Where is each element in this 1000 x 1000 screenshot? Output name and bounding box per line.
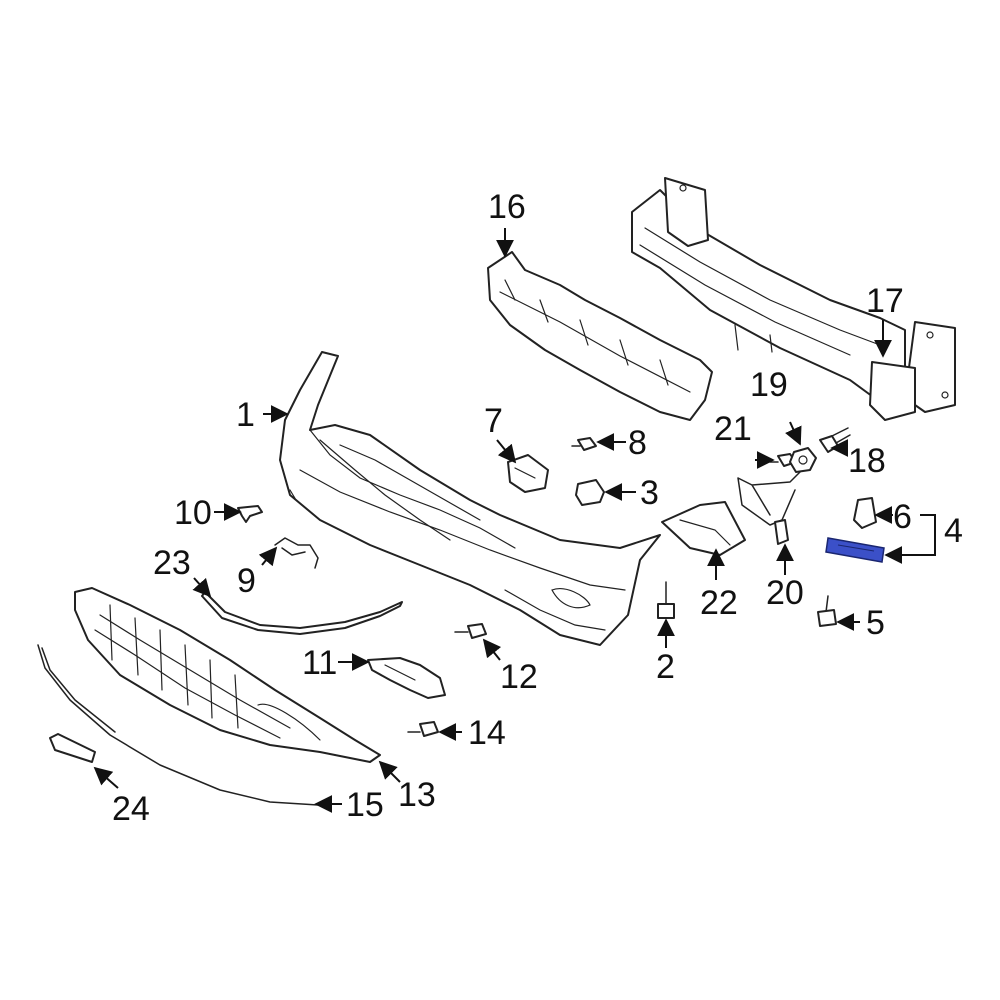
callout-4: 4	[944, 512, 963, 550]
callout-5: 5	[866, 604, 885, 642]
screw-8[interactable]	[571, 437, 597, 451]
callout-15: 15	[346, 786, 384, 824]
lower-grille[interactable]	[74, 587, 381, 763]
callout-9: 9	[237, 562, 256, 600]
push-clip-10[interactable]	[237, 505, 263, 523]
callout-16: 16	[488, 188, 526, 226]
callout-7: 7	[484, 402, 503, 440]
side-bracket-22[interactable]	[661, 501, 746, 556]
bolt-2[interactable]	[657, 581, 675, 619]
callout-20: 20	[766, 574, 804, 612]
clip-nut-3[interactable]	[575, 479, 605, 506]
callout-23: 23	[153, 544, 191, 582]
leader-lines	[93, 228, 936, 813]
energy-absorber[interactable]	[487, 251, 713, 421]
clip-6[interactable]	[853, 497, 877, 529]
trim-piece-24[interactable]	[49, 733, 96, 763]
bracket-7[interactable]	[507, 454, 549, 493]
bracket-11[interactable]	[367, 657, 446, 699]
callout-24: 24	[112, 790, 150, 828]
callout-21: 21	[714, 410, 752, 448]
bumper-reinforcement-beam[interactable]	[631, 177, 956, 421]
callout-1: 1	[236, 396, 255, 434]
lower-lip-trim-15[interactable]	[37, 644, 319, 806]
callout-17: 17	[866, 282, 904, 320]
bracket-20[interactable]	[737, 469, 803, 545]
callout-8: 8	[628, 424, 647, 462]
callout-6: 6	[893, 498, 912, 536]
callout-14: 14	[468, 714, 506, 752]
callout-18: 18	[848, 442, 886, 480]
callout-22: 22	[700, 584, 738, 622]
nut-19[interactable]	[789, 447, 817, 473]
callout-13: 13	[398, 776, 436, 814]
screw-14[interactable]	[407, 721, 439, 737]
callout-10: 10	[174, 494, 212, 532]
bumper-cover[interactable]	[279, 351, 661, 646]
callout-12: 12	[500, 658, 538, 696]
molding-strip-23[interactable]	[201, 591, 403, 635]
callout-labels: 1 2 3 4 5 6 7 8 9 10 11 12 13 14 15 16 1…	[112, 188, 963, 828]
callout-2: 2	[656, 648, 675, 686]
bolt-5[interactable]	[817, 595, 837, 627]
screw-12[interactable]	[454, 623, 487, 639]
callout-11: 11	[302, 644, 337, 682]
highlighted-bracket-4[interactable]	[825, 537, 885, 563]
wire-clip-9[interactable]	[274, 537, 319, 569]
callout-19: 19	[750, 366, 788, 404]
callout-3: 3	[640, 474, 659, 512]
